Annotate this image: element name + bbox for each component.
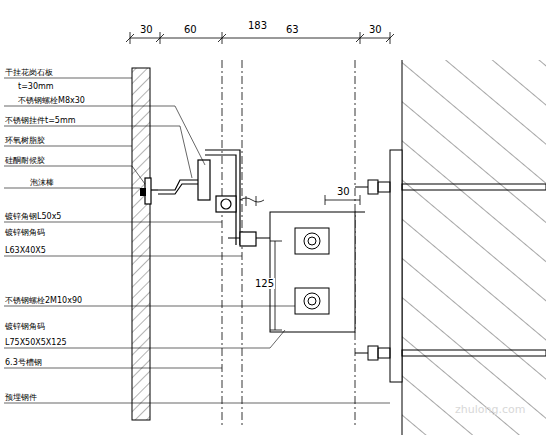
part-label: 不锈钢螺栓2M10x90 <box>5 296 82 305</box>
part-label: 不锈钢螺栓M8x30 <box>18 96 85 105</box>
part-label: 镀锌钢角码 <box>5 228 45 237</box>
part-label: 环氧树脂胶 <box>5 136 45 145</box>
part-label: 预埋钢件 <box>5 393 37 402</box>
part-label: L75X50X5X125 <box>5 338 67 347</box>
dimension-text: 125 <box>254 278 275 289</box>
dimension-text: 63 <box>285 24 300 35</box>
dimension-text: 30 <box>368 24 383 35</box>
part-label: 镀锌角钢L50x5 <box>5 212 61 221</box>
dimension-text: 60 <box>183 24 198 35</box>
part-label: 泡沫棒 <box>30 178 54 187</box>
dimension-text: 183 <box>247 20 268 31</box>
part-label: 6.3号槽钢 <box>5 358 42 367</box>
watermark: zhulong.com <box>455 405 525 414</box>
dimension-text: 30 <box>139 24 154 35</box>
part-label: 干挂花岗石板 <box>5 68 53 77</box>
part-label: 硅酮耐候胶 <box>5 156 45 165</box>
dimension-text: 30 <box>336 186 351 197</box>
part-label: 镀锌钢角码 <box>5 322 45 331</box>
part-label: 不锈钢挂件t=5mm <box>5 116 76 125</box>
part-label: L63X40X5 <box>5 246 46 255</box>
part-label: t=30mm <box>18 82 54 91</box>
